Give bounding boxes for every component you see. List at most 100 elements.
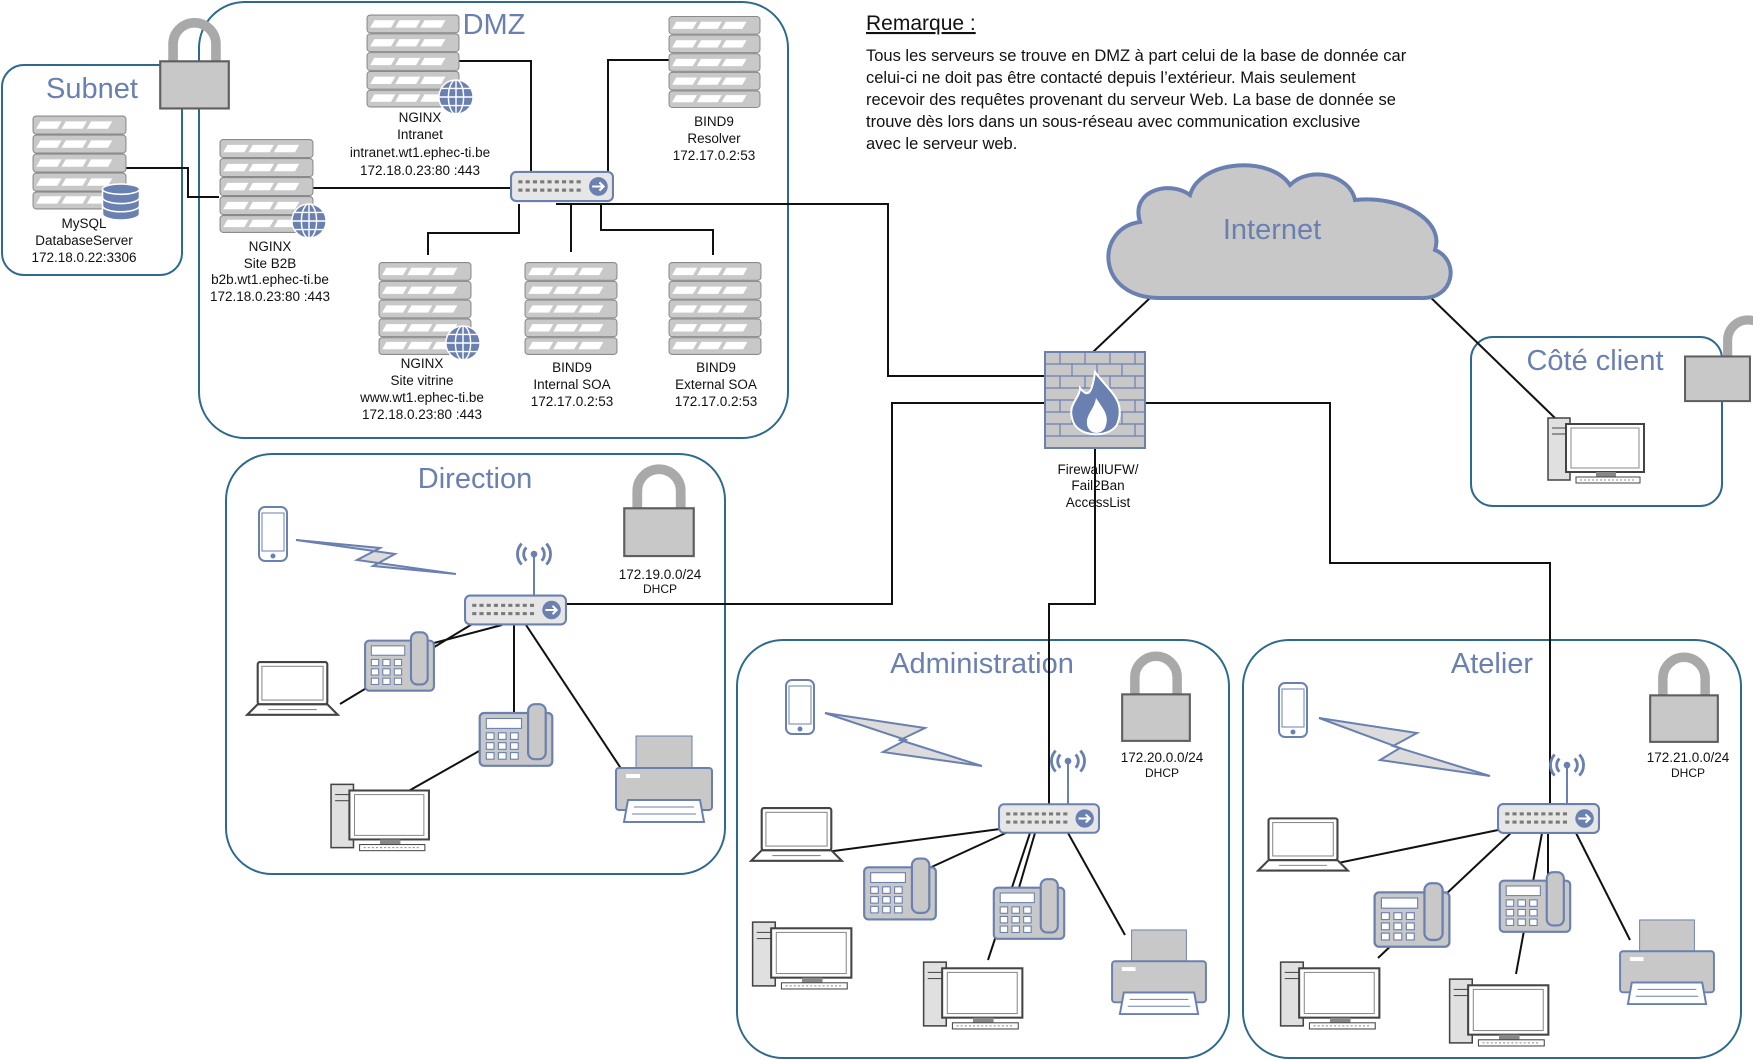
direction-zone <box>225 453 726 875</box>
svg-text:DatabaseServer: DatabaseServer <box>35 233 133 248</box>
svg-text:MySQL: MySQL <box>61 216 107 231</box>
administration-phone-2-icon <box>992 878 1066 940</box>
administration-phone-1-icon <box>863 857 937 921</box>
client-lock-open-icon <box>1685 320 1753 401</box>
svg-text:172.17.0.2:53: 172.17.0.2:53 <box>531 394 614 409</box>
svg-text:172.18.0.23:80 :443: 172.18.0.23:80 :443 <box>360 163 480 178</box>
direction-laptop-icon <box>246 661 339 716</box>
svg-text:DHCP: DHCP <box>1671 766 1705 780</box>
svg-text:NGINX: NGINX <box>401 356 444 371</box>
atelier-wireless-icon <box>1318 717 1491 777</box>
firewall-icon <box>1044 351 1146 449</box>
resolver-label: BIND9 Resolver 172.17.0.2:53 <box>673 114 756 163</box>
svg-text:Resolver: Resolver <box>687 131 741 146</box>
svg-text:172.19.0.0/24: 172.19.0.0/24 <box>619 567 702 582</box>
direction-subnet-label: 172.19.0.0/24 DHCP <box>619 567 702 596</box>
svg-text:DHCP: DHCP <box>1145 766 1179 780</box>
administration-pc-1-icon <box>751 921 853 990</box>
direction-lock-icon <box>624 469 693 556</box>
svg-text:BIND9: BIND9 <box>694 114 734 129</box>
client-title: Côté client <box>1526 345 1663 377</box>
internal-soa-label: BIND9 Internal SOA 172.17.0.2:53 <box>531 360 614 409</box>
svg-text:172.21.0.0/24: 172.21.0.0/24 <box>1647 750 1730 765</box>
direction-router-icon <box>464 594 567 626</box>
atelier-laptop-icon <box>1257 817 1349 872</box>
dmz-zone <box>198 1 789 439</box>
administration-pc-2-icon <box>922 961 1024 1030</box>
direction-phone-1-icon <box>364 631 435 692</box>
svg-text:172.17.0.2:53: 172.17.0.2:53 <box>675 394 758 409</box>
atelier-subnet-label: 172.21.0.0/24 DHCP <box>1647 750 1730 780</box>
direction-phone-2-icon <box>478 703 554 767</box>
internal-soa-server-icon <box>524 261 618 356</box>
internet-cloud-icon <box>1106 163 1453 301</box>
svg-text:NGINX: NGINX <box>399 110 442 125</box>
svg-text:FirewallUFW/: FirewallUFW/ <box>1058 462 1139 477</box>
direction-pc-icon <box>330 783 430 852</box>
administration-laptop-icon <box>750 807 843 862</box>
direction-printer-icon <box>615 735 713 823</box>
svg-text:Internal SOA: Internal SOA <box>533 377 610 392</box>
svg-text:AccessList: AccessList <box>1066 495 1131 510</box>
administration-printer-icon <box>1111 928 1207 1016</box>
dmz-switch-icon <box>510 170 614 203</box>
svg-text:BIND9: BIND9 <box>696 360 736 375</box>
remark-title: Remarque : <box>866 12 976 35</box>
mysql-label: MySQL DatabaseServer 172.18.0.22:3306 <box>31 216 136 265</box>
firewall-label: FirewallUFW/ Fail2Ban AccessList <box>1058 462 1139 510</box>
svg-text:Site B2B: Site B2B <box>244 256 297 271</box>
b2b-label: NGINX Site B2B b2b.wt1.ephec-ti.be 172.1… <box>210 239 330 304</box>
svg-text:DHCP: DHCP <box>643 582 677 596</box>
administration-title: Administration <box>890 648 1074 680</box>
administration-wireless-icon <box>824 712 983 767</box>
internet-label: Internet <box>1223 214 1321 246</box>
administration-zone <box>736 639 1230 1059</box>
svg-text:intranet.wt1.ephec-ti.be: intranet.wt1.ephec-ti.be <box>350 145 490 160</box>
administration-subnet-label: 172.20.0.0/24 DHCP <box>1121 750 1204 780</box>
svg-text:Intranet: Intranet <box>397 127 443 142</box>
atelier-phone-1-icon <box>1373 882 1451 948</box>
atelier-pc-2-icon <box>1448 978 1550 1047</box>
remark-line: recevoir des requêtes provenant du serve… <box>866 91 1396 109</box>
atelier-lock-icon <box>1650 657 1718 742</box>
svg-text:BIND9: BIND9 <box>552 360 592 375</box>
svg-text:External SOA: External SOA <box>675 377 757 392</box>
svg-text:172.20.0.0/24: 172.20.0.0/24 <box>1121 750 1204 765</box>
resolver-server-icon <box>668 15 761 109</box>
svg-text:b2b.wt1.ephec-ti.be: b2b.wt1.ephec-ti.be <box>211 272 329 287</box>
direction-wireless-icon <box>295 539 457 575</box>
dmz-title: DMZ <box>463 9 526 41</box>
subnet-title: Subnet <box>46 73 138 105</box>
intranet-label: NGINX Intranet intranet.wt1.ephec-ti.be … <box>350 110 490 178</box>
atelier-zone <box>1242 639 1742 1059</box>
svg-text:172.18.0.23:80 :443: 172.18.0.23:80 :443 <box>362 407 482 422</box>
atelier-router-icon <box>1497 802 1600 835</box>
svg-text:www.wt1.ephec-ti.be: www.wt1.ephec-ti.be <box>359 390 484 405</box>
atelier-pc-1-icon <box>1279 961 1381 1030</box>
svg-text:Site vitrine: Site vitrine <box>390 373 453 388</box>
svg-text:NGINX: NGINX <box>249 239 292 254</box>
svg-text:Fail2Ban: Fail2Ban <box>1071 478 1124 493</box>
svg-text:172.17.0.2:53: 172.17.0.2:53 <box>673 148 756 163</box>
svg-text:172.18.0.23:80 :443: 172.18.0.23:80 :443 <box>210 289 330 304</box>
remark-line: avec le serveur web. <box>866 135 1017 153</box>
vitrine-label: NGINX Site vitrine www.wt1.ephec-ti.be 1… <box>359 356 484 422</box>
database-icon <box>101 183 141 220</box>
direction-mobile-icon <box>258 505 288 563</box>
subnet-zone <box>1 64 183 276</box>
external-soa-server-icon <box>668 261 762 356</box>
svg-text:172.18.0.22:3306: 172.18.0.22:3306 <box>31 250 136 265</box>
client-zone <box>1470 336 1723 507</box>
external-soa-label: BIND9 External SOA 172.17.0.2:53 <box>675 360 758 409</box>
administration-router-icon <box>998 803 1100 834</box>
atelier-title: Atelier <box>1451 648 1534 680</box>
remark-line: Tous les serveurs se trouve en DMZ à par… <box>866 47 1407 65</box>
remark-line: trouve dès lors dans un sous-réseau avec… <box>866 113 1360 131</box>
intranet-globe-icon <box>438 79 474 115</box>
remark-block: Remarque : Tous les serveurs se trouve e… <box>866 12 1407 153</box>
administration-lock-icon <box>1122 656 1190 741</box>
client-pc-icon <box>1546 416 1646 485</box>
administration-mobile-icon <box>785 678 815 736</box>
vitrine-globe-icon <box>445 325 481 361</box>
